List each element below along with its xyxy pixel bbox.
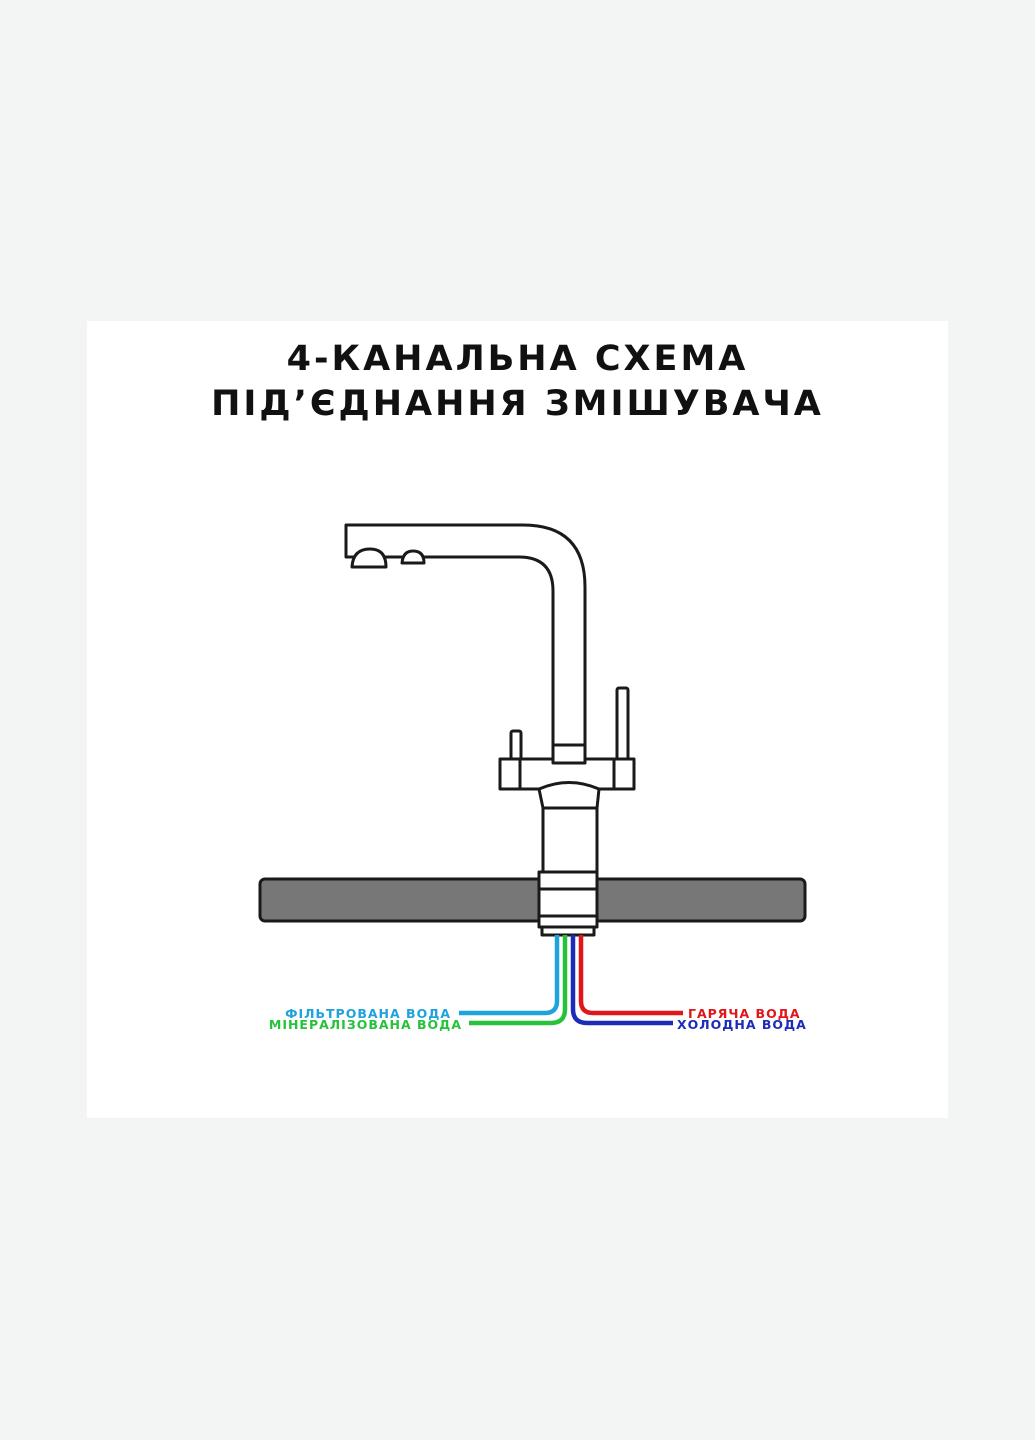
- faucet-body-left-collar: [498, 757, 522, 791]
- faucet-left-handle: [509, 729, 523, 761]
- faucet-mount-nut: [537, 870, 599, 929]
- title-line-1: 4-КАНАЛЬНА СХЕМА: [286, 339, 749, 379]
- hose-filtered: [459, 935, 560, 1016]
- label-filtered-water: ФІЛЬТРОВАНА ВОДА: [285, 1006, 451, 1021]
- label-hot-water: ГАРЯЧА ВОДА: [688, 1006, 801, 1021]
- label-cold-water: ХОЛОДНА ВОДА: [677, 1017, 807, 1032]
- faucet-column-collar: [551, 743, 587, 765]
- hose-cold: [570, 935, 673, 1026]
- hose-hot: [578, 935, 683, 1016]
- faucet-nozzle-large: [350, 547, 388, 569]
- faucet-nozzle-small: [400, 549, 426, 565]
- hose-mineral: [469, 935, 568, 1026]
- faucet-mount-ring: [540, 925, 596, 937]
- faucet-body-right-collar: [612, 757, 636, 791]
- faucet-neck: [537, 781, 601, 810]
- label-mineral-water: МІНЕРАЛІЗОВАНА ВОДА: [269, 1017, 462, 1032]
- faucet-stem: [541, 806, 599, 874]
- countertop-slab: [258, 877, 807, 923]
- title-line-2: ПІД’ЄДНАННЯ ЗМІШУВАЧА: [211, 384, 824, 424]
- faucet-spout: [344, 523, 587, 750]
- faucet-right-handle: [615, 686, 630, 764]
- diagram-card: 4-КАНАЛЬНА СХЕМА ПІД’ЄДНАННЯ ЗМІШУВАЧА: [87, 321, 948, 1118]
- faucet-connection-diagram: ФІЛЬТРОВАНА ВОДА МІНЕРАЛІЗОВАНА ВОДА ГАР…: [258, 523, 807, 1032]
- faucet-icon: [344, 523, 636, 937]
